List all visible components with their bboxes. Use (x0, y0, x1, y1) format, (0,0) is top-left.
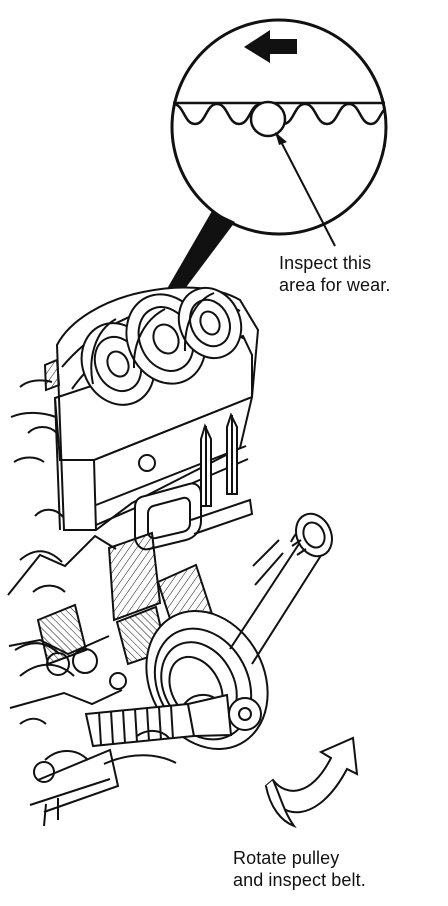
left-arrow-icon (244, 30, 297, 63)
callout-connector (164, 211, 235, 302)
rotate-pulley-label: Rotate pulley and inspect belt. (233, 847, 366, 891)
left-side-components (7, 379, 127, 813)
idler-pulley (252, 512, 333, 586)
lower-block (19, 717, 177, 827)
wear-inspection-line-2: area for wear. (279, 275, 391, 295)
engine-body (7, 286, 333, 827)
rotate-pulley-line-2: and inspect belt. (233, 870, 366, 890)
wear-inspection-line-1: Inspect this (279, 253, 372, 273)
rotate-pulley-line-1: Rotate pulley (233, 848, 340, 868)
camshaft-pulleys (80, 286, 243, 406)
magnified-callout (164, 18, 388, 302)
curved-arrow-icon (264, 736, 359, 829)
wear-inspection-label: Inspect this area for wear. (279, 252, 390, 296)
